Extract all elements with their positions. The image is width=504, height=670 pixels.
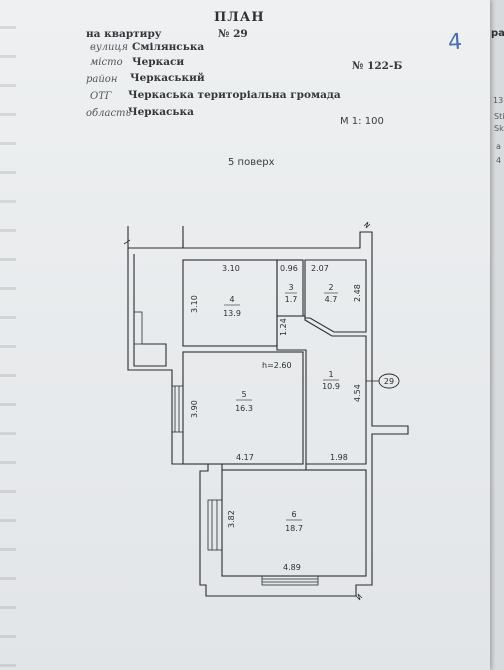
outer-wall: [127, 231, 409, 597]
dim-room4-width: 3.10: [222, 264, 240, 273]
dim-room1-height: 4.54: [353, 384, 362, 402]
windows: [133, 311, 319, 586]
side-fragment-2: 13: [493, 96, 504, 105]
room-6-number: 6: [291, 510, 296, 519]
district-value: Черкаський: [130, 72, 205, 84]
break-marker-top: [363, 221, 371, 229]
district-label: район: [86, 74, 118, 85]
city-value: Черкаси: [132, 56, 185, 68]
apartment-marker-label: 29: [384, 377, 394, 386]
community-value: Черкаська територіальна громада: [128, 89, 341, 101]
dim-room6-width: 4.89: [283, 563, 301, 572]
room-labels: 4 13.9 3 1.7 2 4.7 1 10.9 5 16.3 6 18.7: [223, 283, 340, 533]
binding-edge: [0, 0, 16, 670]
window-room-5: [171, 385, 184, 433]
side-fragment-1: ра: [491, 28, 504, 39]
community-label: ОТГ: [90, 91, 112, 102]
floor-label: 5 поверх: [228, 157, 275, 168]
underlying-page: [490, 0, 504, 670]
dim-room5-height: 3.90: [190, 400, 199, 418]
side-fragment-6: 4: [496, 156, 502, 165]
dim-room5-width: 4.17: [236, 453, 254, 462]
room-5-area: 16.3: [235, 404, 253, 413]
top-left-wall: [127, 226, 184, 249]
room-4-number: 4: [229, 295, 234, 304]
side-fragment-3: Sti: [494, 112, 504, 121]
city-label: місто: [90, 57, 123, 68]
building-number: № 122-Б: [352, 60, 403, 72]
dim-room3-width: 0.96: [280, 264, 298, 273]
dim-room2-width: 2.07: [311, 264, 329, 273]
room-4-area: 13.9: [223, 309, 241, 318]
dim-corridor-width: 1.24: [279, 318, 288, 336]
top-wall: [182, 231, 366, 249]
room-5-number: 5: [241, 390, 246, 399]
break-marker-left: [123, 239, 131, 245]
dim-room4-height: 3.10: [190, 295, 199, 313]
break-marker-bottom: [355, 593, 363, 601]
region-label: область: [86, 108, 131, 119]
window-room-6-bottom: [261, 575, 319, 586]
side-fragment-5: a: [496, 142, 501, 151]
room-6-outline: [221, 469, 367, 577]
room-1-outline: [276, 315, 367, 465]
window-room-6-left: [207, 499, 223, 551]
balcony-outline: [133, 254, 167, 367]
street-value: Смілянська: [132, 41, 205, 53]
side-fragment-4: Skl: [494, 124, 504, 133]
plan-walls: [127, 226, 409, 597]
ceiling-height: h=2.60: [262, 361, 292, 370]
break-markers: [123, 221, 371, 601]
room-2-area: 4.7: [325, 295, 338, 304]
room-2-number: 2: [328, 283, 333, 292]
room-3-number: 3: [288, 283, 293, 292]
dim-room6-height: 3.82: [227, 510, 236, 528]
dim-room2-height: 2.48: [353, 284, 362, 302]
window-balcony: [133, 311, 143, 345]
apartment-number: № 29: [218, 28, 248, 40]
room-1-area: 10.9: [322, 382, 340, 391]
dim-room1-width: 1.98: [330, 453, 348, 462]
scale-label: М 1: 100: [340, 116, 384, 127]
region-value: Черкаська: [128, 106, 194, 118]
room-6-area: 18.7: [285, 524, 303, 533]
room-3-area: 1.7: [285, 295, 298, 304]
document-page: ПЛАН на квартиру № 29 вулиця Смілянська …: [0, 0, 490, 670]
apartment-label: на квартиру: [86, 28, 162, 40]
room-1-number: 1: [328, 370, 333, 379]
document-title: ПЛАН: [214, 10, 265, 25]
street-label: вулиця: [90, 42, 129, 53]
